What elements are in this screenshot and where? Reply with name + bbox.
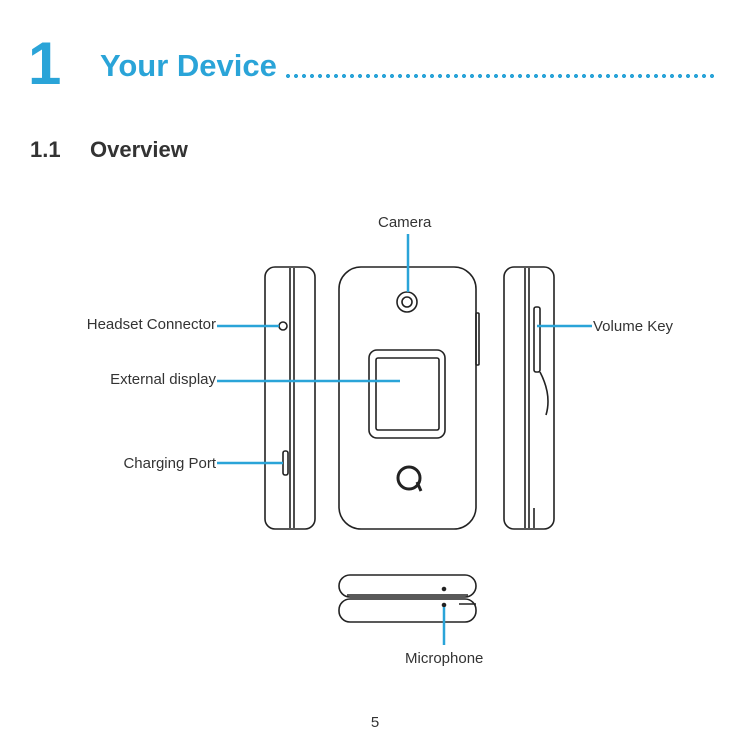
chapter-title: Your Device — [100, 48, 277, 83]
external-display-frame — [368, 349, 446, 439]
phone-right-side-view — [503, 266, 555, 530]
headset-jack-icon — [278, 321, 288, 331]
external-display-screen — [375, 357, 440, 431]
label-camera: Camera — [378, 214, 432, 231]
section-number: 1.1 — [30, 137, 61, 162]
alcatel-logo-icon — [396, 465, 423, 492]
label-charging-port: Charging Port — [123, 455, 216, 472]
label-microphone: Microphone — [405, 650, 484, 667]
section-title: Overview — [90, 137, 188, 162]
label-volume-key: Volume Key — [593, 318, 674, 335]
label-headset-connector: Headset Connector — [86, 316, 216, 333]
microphone-hole-icon — [441, 602, 447, 608]
chapter-number: 1 — [28, 30, 62, 97]
phone-left-side-view — [264, 266, 316, 530]
toc-leader-dots — [284, 72, 718, 80]
phone-bottom-view — [338, 574, 477, 623]
phone-front-view — [338, 266, 480, 530]
charging-port-icon — [282, 450, 289, 476]
callout-lines — [217, 234, 592, 645]
volume-key-icon — [533, 306, 541, 373]
camera-lens-icon — [396, 291, 418, 313]
page-number: 5 — [370, 714, 380, 731]
label-external-display: External display — [110, 371, 216, 388]
